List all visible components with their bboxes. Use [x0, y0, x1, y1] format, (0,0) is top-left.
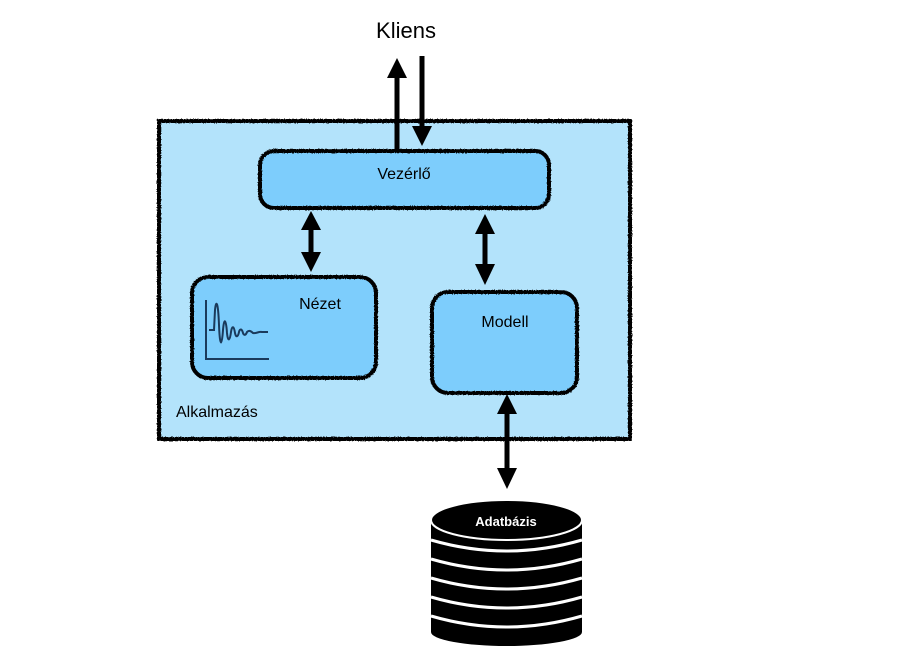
database-label: Adatbázis	[475, 514, 536, 529]
waveform-chart-icon	[205, 300, 269, 360]
view-label: Nézet	[299, 296, 341, 313]
arrow-model-database	[497, 394, 517, 489]
arrow-controller-view	[301, 211, 321, 272]
application-label: Alkalmazás	[176, 404, 258, 421]
arrow-controller-to-client	[387, 58, 407, 151]
arrow-controller-model	[475, 214, 495, 285]
database-cylinder-icon	[430, 499, 583, 646]
view-box	[190, 275, 378, 380]
model-box	[430, 290, 579, 395]
model-label: Modell	[481, 314, 528, 331]
controller-box	[258, 149, 551, 210]
controller-label: Vezérlő	[377, 166, 430, 183]
client-label: Kliens	[376, 18, 436, 43]
arrow-client-to-controller	[412, 56, 432, 146]
